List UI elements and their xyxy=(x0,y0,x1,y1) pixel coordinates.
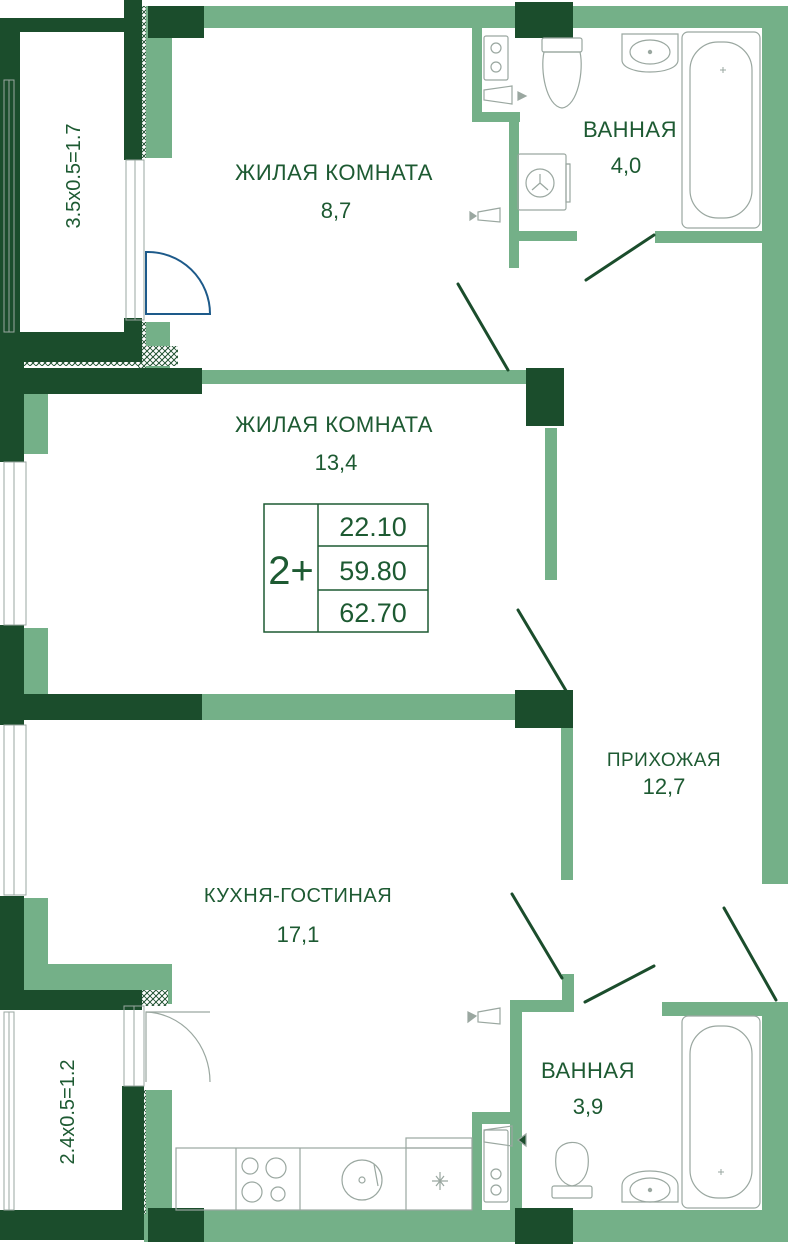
bathroom-1-fixtures xyxy=(469,31,761,229)
bathroom-2-area: 3,9 xyxy=(573,1094,604,1119)
door-leaves xyxy=(456,233,778,1004)
windows xyxy=(3,79,145,1211)
total-area-value: 59.80 xyxy=(339,556,407,586)
rooms-count-label: 2+ xyxy=(268,549,314,593)
hatched-walls xyxy=(8,6,178,1214)
hallway-name: ПРИХОЖАЯ xyxy=(607,750,721,771)
doors xyxy=(145,250,212,1083)
area-summary-box xyxy=(263,503,429,633)
bedroom-2-area: 13,4 xyxy=(315,450,358,475)
bathroom-1-area: 4,0 xyxy=(611,153,642,178)
balcony-bottom-size: 2.4x0.5=1.2 xyxy=(57,1059,79,1164)
living-area-value: 22.10 xyxy=(339,512,407,542)
kitchen-fixtures xyxy=(175,1137,473,1211)
hallway-area: 12,7 xyxy=(643,774,686,799)
bedroom-1-area: 8,7 xyxy=(321,198,352,223)
total-with-balconies-value: 62.70 xyxy=(339,598,407,628)
bathroom-1-name: ВАННАЯ xyxy=(583,117,677,142)
bathroom-2-fixtures xyxy=(467,1007,761,1209)
bathroom-2-name: ВАННАЯ xyxy=(541,1058,635,1083)
dark-walls xyxy=(0,0,573,1244)
kitchen-area: 17,1 xyxy=(277,922,320,947)
bedroom-2-name: ЖИЛАЯ КОМНАТА xyxy=(235,412,433,437)
bedroom-1-name: ЖИЛАЯ КОМНАТА xyxy=(235,160,433,185)
kitchen-name: КУХНЯ-ГОСТИНАЯ xyxy=(204,885,392,907)
balcony-top-size: 3.5x0.5=1.7 xyxy=(63,123,85,228)
